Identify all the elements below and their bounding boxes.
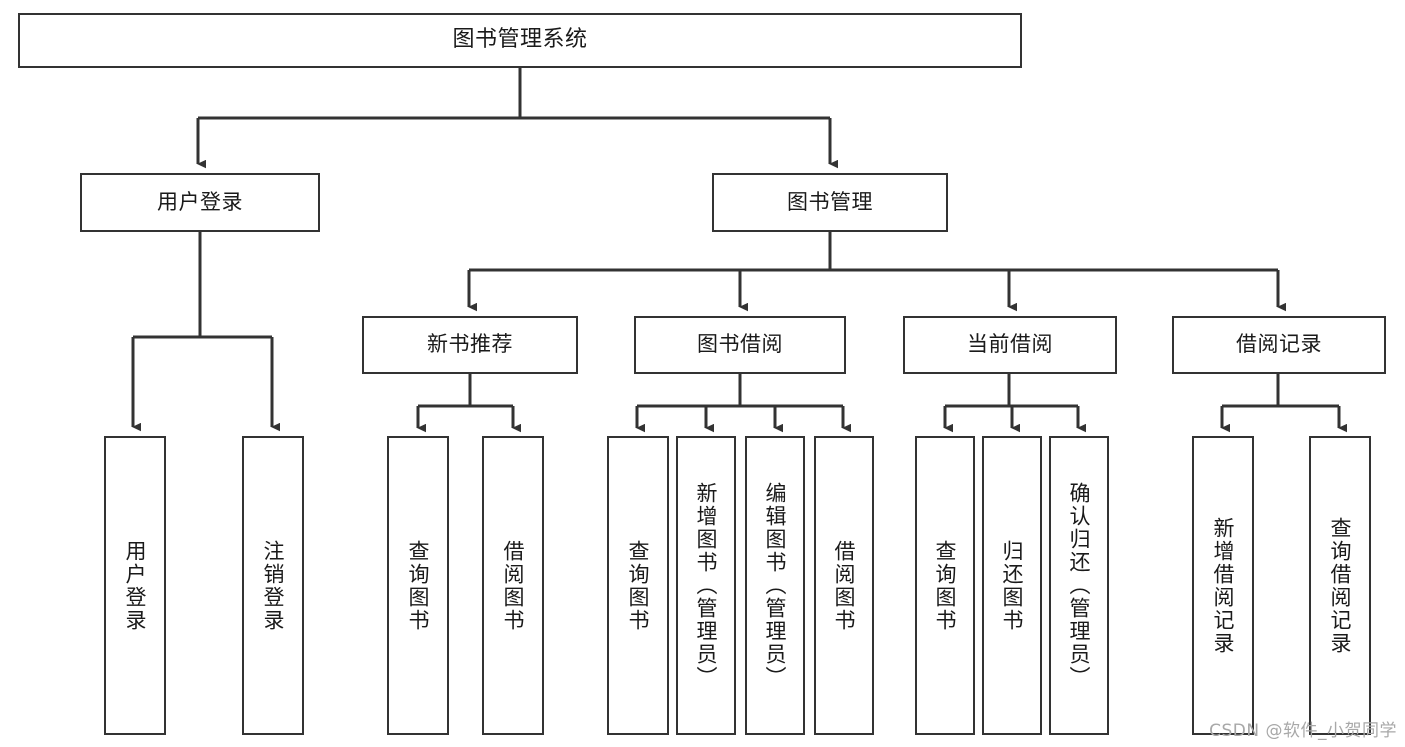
leaf-query-book-borrow[interactable]: 查询图书 xyxy=(607,436,669,735)
leaf-add-book-label: 新增图书（管理员） xyxy=(694,482,719,689)
node-root[interactable]: 图书管理系统 xyxy=(18,13,1022,68)
node-borrow-record[interactable]: 借阅记录 xyxy=(1172,316,1386,374)
node-current-borrow[interactable]: 当前借阅 xyxy=(903,316,1117,374)
leaf-user-login-label: 用户登录 xyxy=(123,539,148,632)
leaf-return-book[interactable]: 归还图书 xyxy=(982,436,1042,735)
leaf-logout-label: 注销登录 xyxy=(261,539,286,632)
node-borrow-record-label: 借阅记录 xyxy=(1236,332,1322,357)
leaf-return-book-label: 归还图书 xyxy=(1000,539,1025,632)
leaf-logout[interactable]: 注销登录 xyxy=(242,436,304,735)
leaf-add-record-label: 新增借阅记录 xyxy=(1211,516,1236,655)
node-new-book-recommend-label: 新书推荐 xyxy=(427,332,513,357)
leaf-query-record[interactable]: 查询借阅记录 xyxy=(1309,436,1371,735)
leaf-confirm-return-label: 确认归还（管理员） xyxy=(1067,482,1092,689)
leaf-borrow-book[interactable]: 借阅图书 xyxy=(814,436,874,735)
node-book-borrow-label: 图书借阅 xyxy=(697,332,783,357)
leaf-query-book-borrow-label: 查询图书 xyxy=(626,539,651,632)
leaf-query-book-current[interactable]: 查询图书 xyxy=(915,436,975,735)
node-user-login[interactable]: 用户登录 xyxy=(80,173,320,232)
leaf-borrow-book-recommend[interactable]: 借阅图书 xyxy=(482,436,544,735)
leaf-query-book-current-label: 查询图书 xyxy=(933,539,958,632)
leaf-confirm-return[interactable]: 确认归还（管理员） xyxy=(1049,436,1109,735)
leaf-edit-book[interactable]: 编辑图书（管理员） xyxy=(745,436,805,735)
leaf-query-book-recommend[interactable]: 查询图书 xyxy=(387,436,449,735)
csdn-watermark: CSDN @软件_小贺同学 xyxy=(1209,721,1397,741)
leaf-query-book-recommend-label: 查询图书 xyxy=(406,539,431,632)
node-current-borrow-label: 当前借阅 xyxy=(967,332,1053,357)
leaf-borrow-book-recommend-label: 借阅图书 xyxy=(501,539,526,632)
node-user-login-label: 用户登录 xyxy=(157,189,243,214)
node-root-label: 图书管理系统 xyxy=(452,27,588,53)
node-book-borrow[interactable]: 图书借阅 xyxy=(634,316,846,374)
leaf-query-record-label: 查询借阅记录 xyxy=(1328,516,1353,655)
leaf-user-login[interactable]: 用户登录 xyxy=(104,436,166,735)
leaf-borrow-book-label: 借阅图书 xyxy=(832,539,857,632)
node-book-management-label: 图书管理 xyxy=(787,189,873,214)
leaf-add-book[interactable]: 新增图书（管理员） xyxy=(676,436,736,735)
leaf-edit-book-label: 编辑图书（管理员） xyxy=(763,482,788,689)
node-book-management[interactable]: 图书管理 xyxy=(712,173,948,232)
leaf-add-record[interactable]: 新增借阅记录 xyxy=(1192,436,1254,735)
node-new-book-recommend[interactable]: 新书推荐 xyxy=(362,316,578,374)
